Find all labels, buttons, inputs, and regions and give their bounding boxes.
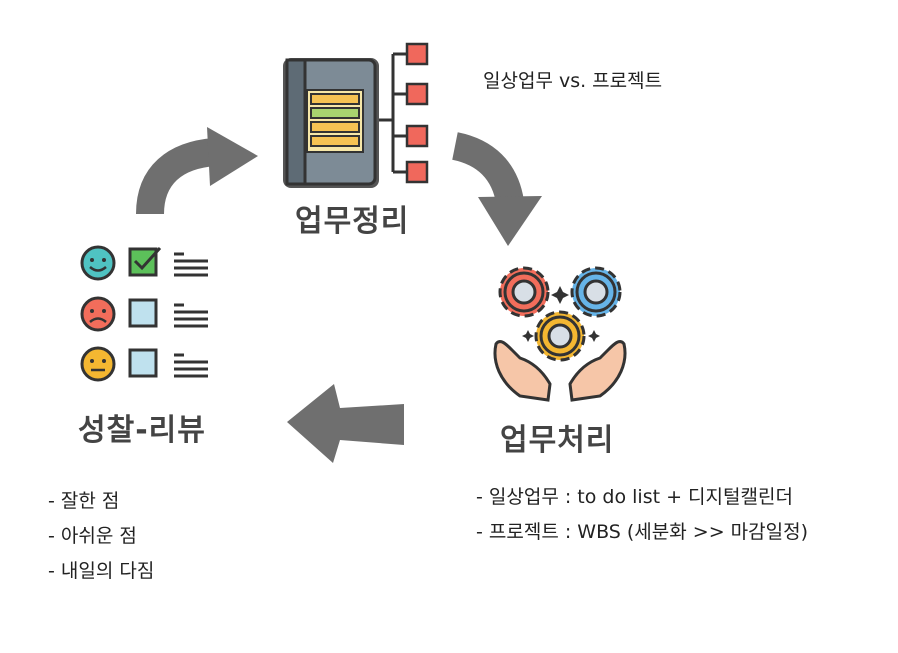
review-title: 성찰-리뷰 — [78, 413, 206, 448]
process-title: 업무처리 — [500, 423, 615, 458]
review-item-resolution: - 내일의 다짐 — [48, 560, 155, 582]
review-checklist-icon — [80, 245, 208, 382]
process-list: - 일상업무 : to do list + 디지털캘린더 - 프로젝트 : WB… — [476, 480, 808, 550]
review-item-regret: - 아쉬운 점 — [48, 525, 137, 547]
book-hierarchy-icon — [283, 42, 429, 188]
review-list: - 잘한 점 - 아쉬운 점 - 내일의 다짐 — [48, 484, 154, 589]
organize-title: 업무정리 — [295, 204, 410, 239]
organize-note: 일상업무 vs. 프로젝트 — [483, 70, 663, 92]
gears-hands-icon — [493, 266, 627, 402]
process-item-daily: - 일상업무 : to do list + 디지털캘린더 — [476, 486, 793, 508]
process-item-project: - 프로젝트 : WBS (세분화 >> 마감일정) — [476, 521, 808, 543]
review-item-good: - 잘한 점 — [48, 490, 120, 512]
